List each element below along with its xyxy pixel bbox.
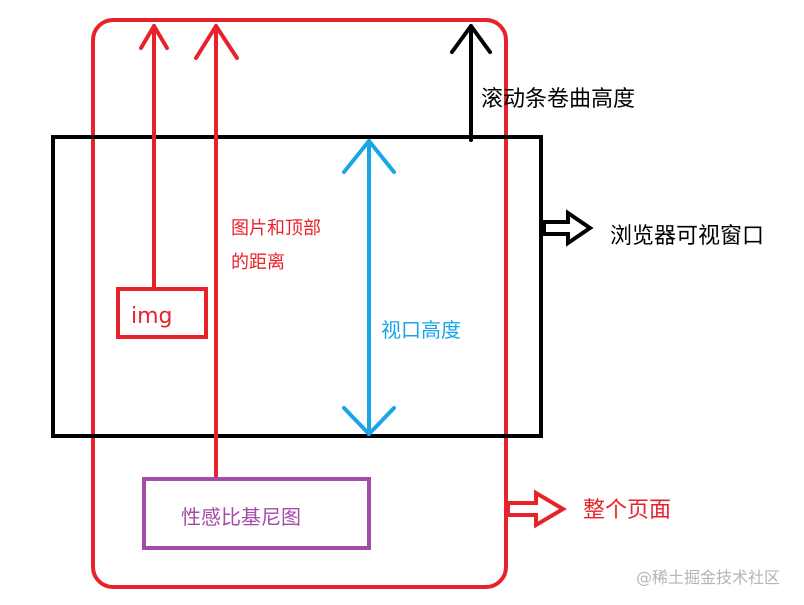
whole-page-pointer-arrow	[506, 489, 567, 529]
whole-page-box	[91, 18, 508, 589]
scroll-height-arrow	[450, 24, 492, 142]
lazy-image-to-top-arrow	[194, 24, 239, 479]
whole-page-label: 整个页面	[583, 498, 671, 523]
img-label: img	[131, 304, 173, 329]
watermark: @稀土掘金技术社区	[636, 568, 780, 587]
browser-window-pointer-arrow	[542, 209, 594, 247]
viewport-height-label: 视口高度	[381, 318, 461, 342]
img-to-top-arrow	[139, 24, 169, 289]
viewport-height-arrow	[342, 139, 396, 436]
img-to-top-label-line1: 图片和顶部	[231, 218, 321, 239]
browser-window-label: 浏览器可视窗口	[610, 224, 764, 249]
img-box	[116, 287, 208, 339]
scroll-height-label: 滚动条卷曲高度	[481, 87, 635, 112]
lazy-image-label: 性感比基尼图	[181, 505, 301, 529]
img-to-top-label-line2: 的距离	[231, 252, 285, 273]
browser-window-box	[51, 135, 543, 438]
lazy-image-box	[142, 477, 371, 550]
